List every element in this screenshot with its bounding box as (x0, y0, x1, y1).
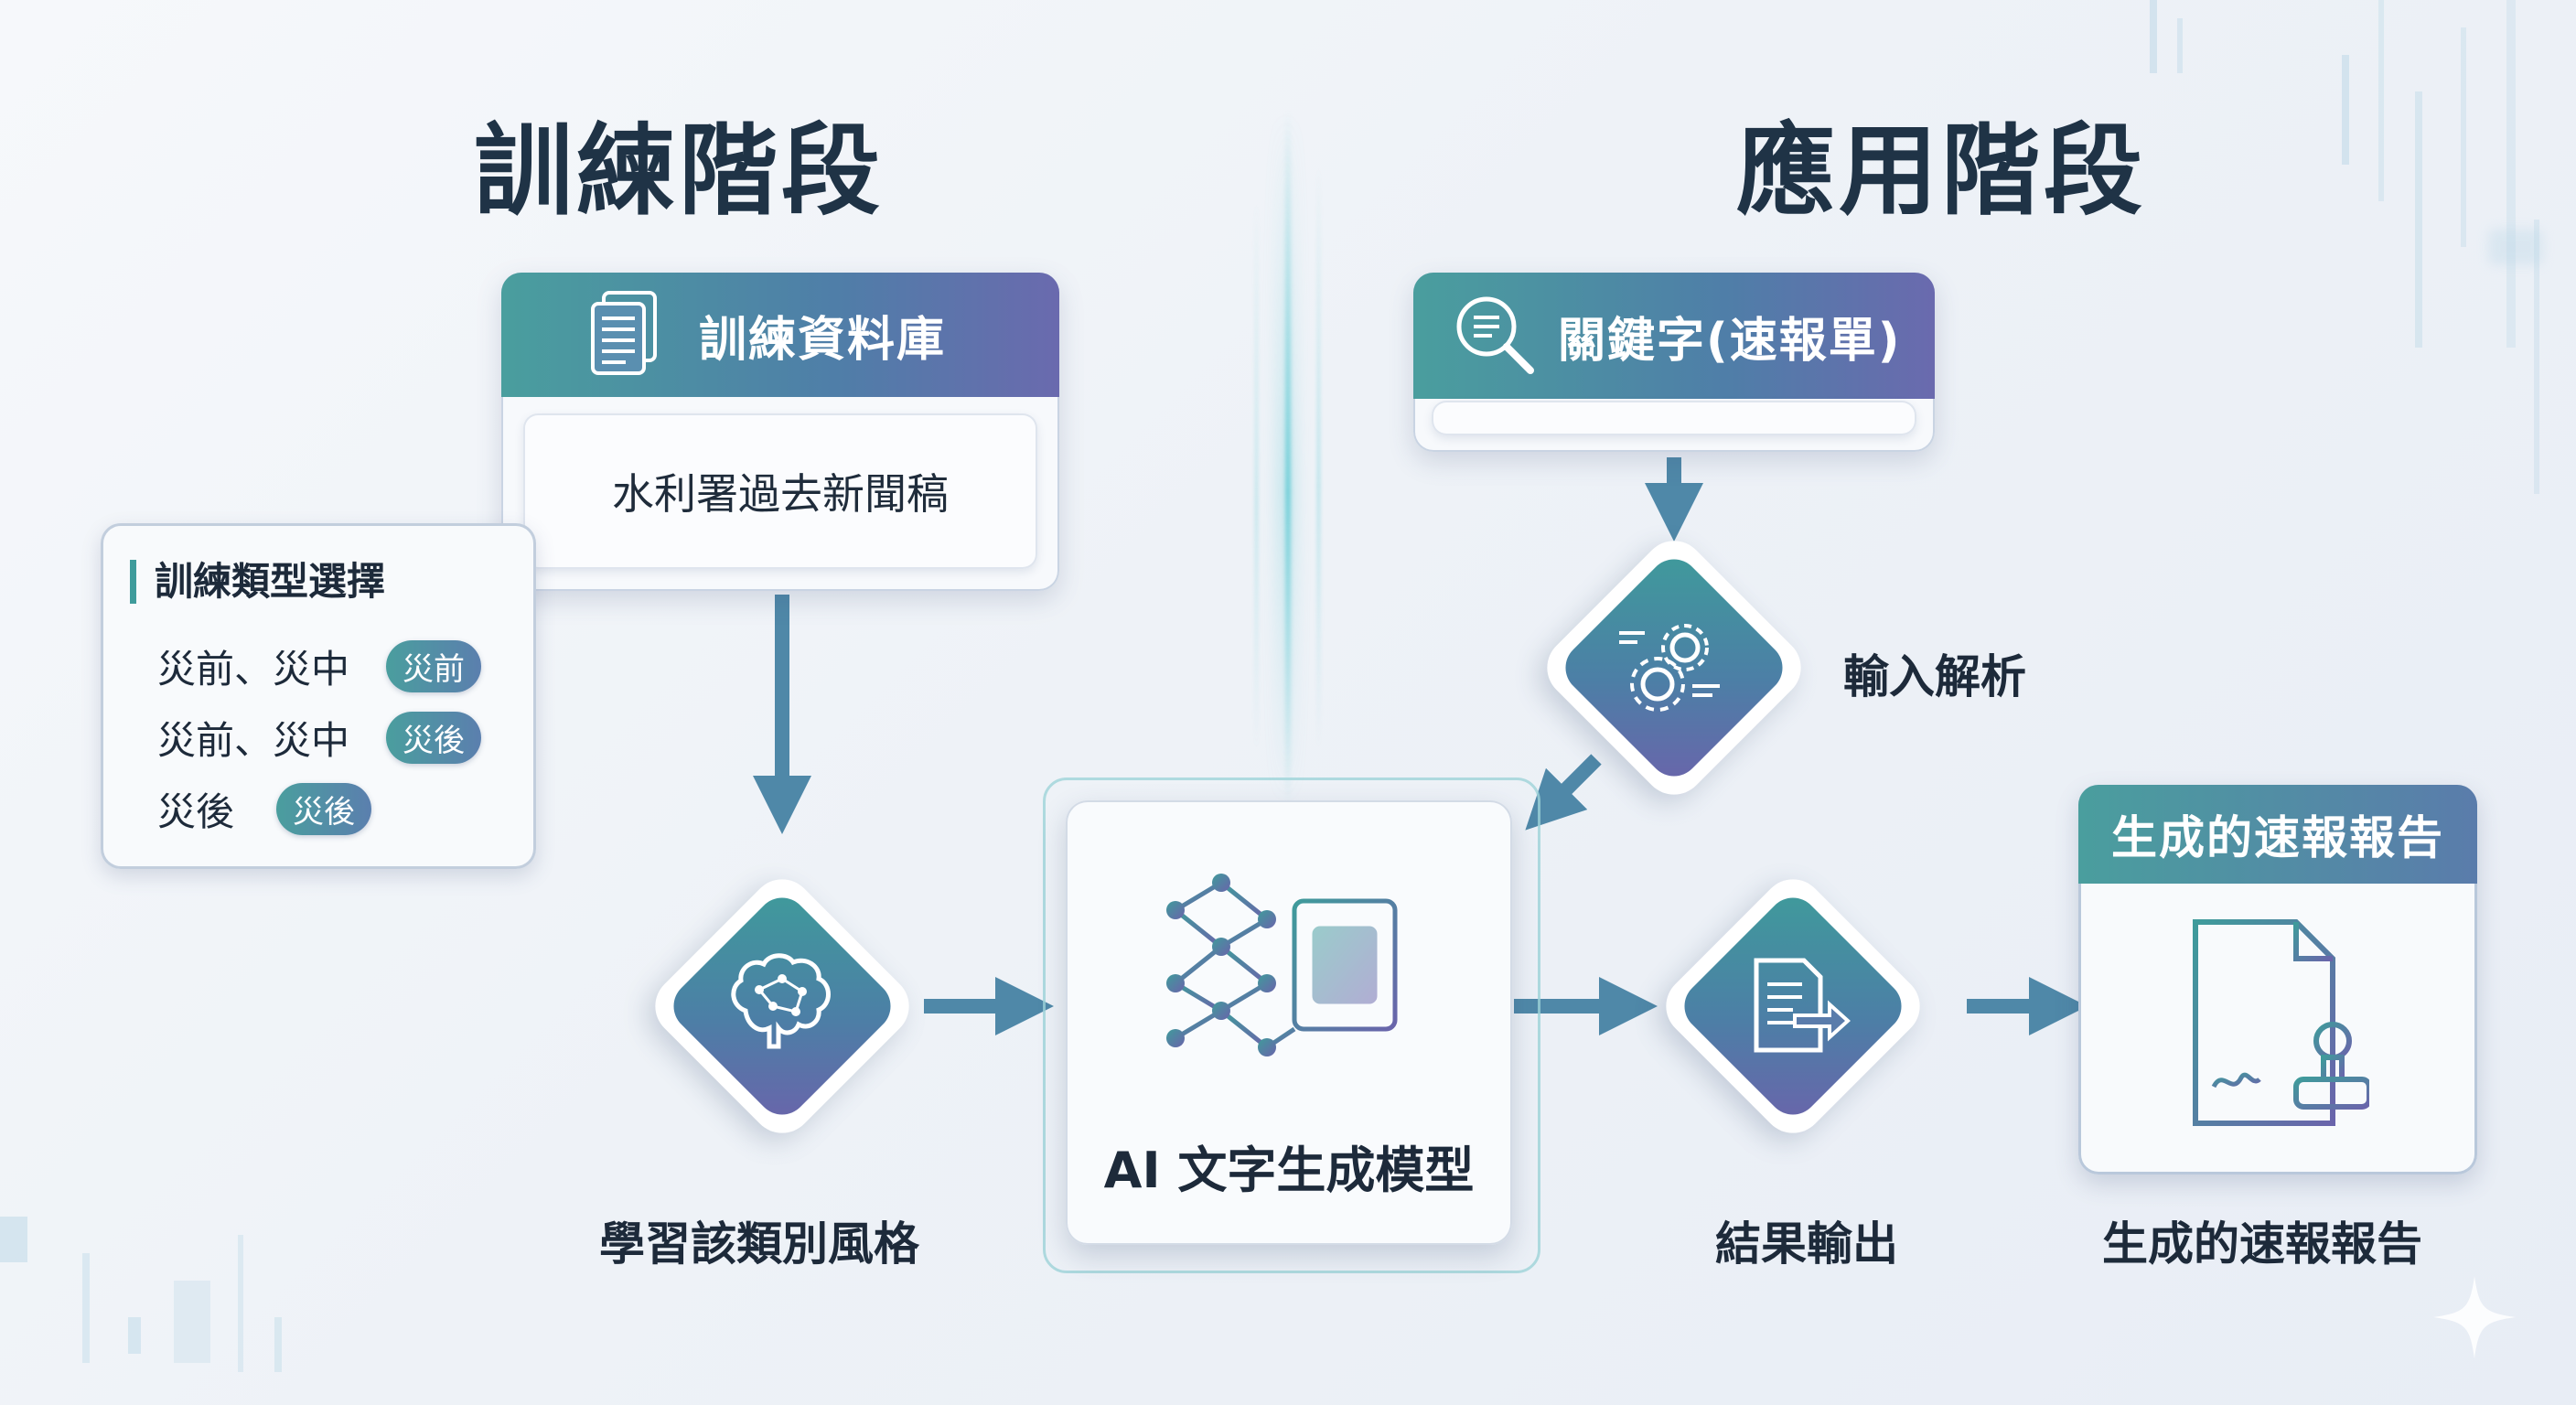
application-phase-title: 應用階段 (1736, 114, 2147, 229)
keyword-input-area (1432, 401, 1916, 435)
documents-icon (591, 291, 657, 375)
center-divider-thin-2 (1255, 201, 1258, 750)
sparkle-icon (2433, 1276, 2516, 1358)
keyword-card: 關鍵字(速報單) (1413, 273, 1935, 452)
training-type-option: 災前、災中 災後 (157, 710, 481, 766)
ai-model-label: AI 文字生成模型 (1103, 1142, 1475, 1199)
gears-icon (1619, 624, 1720, 712)
report-header: 生成的速報報告 (2078, 785, 2477, 884)
report-card: 生成的速報報告 (2078, 785, 2477, 1174)
output-node (1653, 866, 1933, 1146)
training-type-option: 災前、災中 災前 (157, 638, 481, 694)
training-database-header: 訓練資料庫 (501, 273, 1059, 397)
option-tag: 災前 (386, 640, 481, 692)
input-parse-node (1534, 528, 1814, 808)
training-phase-title: 訓練階段 (474, 114, 885, 229)
arrow-parse-to-ai (1525, 754, 1602, 831)
ai-model-card: AI 文字生成模型 (1066, 800, 1512, 1245)
center-divider (1285, 110, 1291, 805)
search-document-icon (1456, 296, 1534, 374)
training-database-content: 水利署過去新聞稿 (523, 413, 1037, 569)
output-label: 結果輸出 (1715, 1217, 1898, 1271)
training-type-title: 訓練類型選擇 (130, 560, 385, 604)
training-type-option: 災後 災後 (157, 781, 371, 837)
option-tag: 災後 (386, 712, 481, 764)
training-database-card: 訓練資料庫 水利署過去新聞稿 (501, 273, 1059, 591)
training-type-callout: 訓練類型選擇 災前、災中 災前 災前、災中 災後 災後 災後 (101, 523, 536, 869)
option-text: 災後 (157, 789, 235, 834)
option-text: 災前、災中 (157, 647, 350, 692)
report-label: 生成的速報報告 (2102, 1217, 2422, 1271)
training-database-title: 訓練資料庫 (699, 312, 947, 368)
option-tag: 災後 (276, 783, 371, 835)
input-parse-label: 輸入解析 (1843, 650, 2026, 703)
brain-icon (731, 953, 831, 1049)
learn-style-label: 學習該類別風格 (599, 1217, 919, 1271)
learn-style-node (642, 866, 922, 1146)
stamped-report-icon (2193, 919, 2369, 1126)
ai-model-frame (1043, 778, 1540, 1273)
neural-chip-icon (1166, 874, 1415, 1056)
document-export-icon (1754, 958, 1851, 1053)
center-divider-thin (1317, 165, 1320, 750)
keyword-header: 關鍵字(速報單) (1413, 273, 1935, 399)
option-text: 災前、災中 (157, 718, 350, 763)
keyword-title: 關鍵字(速報單) (1558, 313, 1902, 369)
